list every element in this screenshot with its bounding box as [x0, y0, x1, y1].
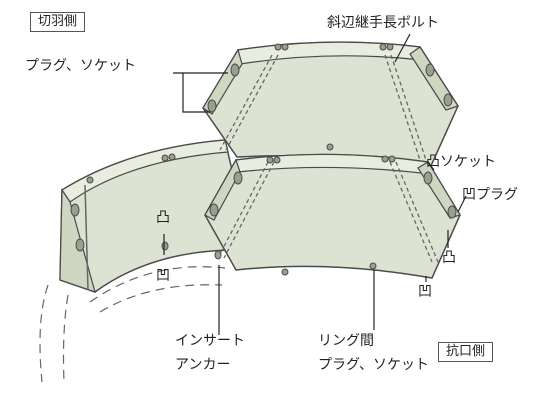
insert-anchor-label-line1: インサート: [175, 333, 245, 349]
plug-socket-holes: [70, 43, 457, 276]
concave-symbol-left: 凹: [156, 268, 170, 284]
concave-symbol-bottom: 凹: [418, 284, 432, 300]
bottom-hex-segment: [204, 153, 461, 279]
plug-socket-label: プラグ、ソケット: [25, 58, 137, 74]
concave-plug-label: 凹プラグ: [462, 187, 518, 203]
ring-gap-label-line1: リング間: [318, 333, 374, 349]
diagonal-bolts: [217, 54, 439, 263]
ring-gap-label-line2: プラグ、ソケット: [318, 357, 430, 373]
cutting-face-side-label: 切羽側: [30, 12, 86, 32]
ring-projection-dashed: [39, 266, 226, 383]
leader-lines: [163, 33, 467, 335]
convex-socket-label: 凸ソケット: [426, 154, 496, 170]
insert-anchor-label-line2: アンカー: [175, 357, 231, 373]
convex-symbol-left: 凸: [156, 210, 170, 226]
convex-symbol-right: 凸: [442, 250, 456, 266]
pit-mouth-side-label: 抗口側: [438, 342, 494, 362]
diagonal-bolt-label: 斜辺継手長ボルト: [327, 15, 439, 31]
